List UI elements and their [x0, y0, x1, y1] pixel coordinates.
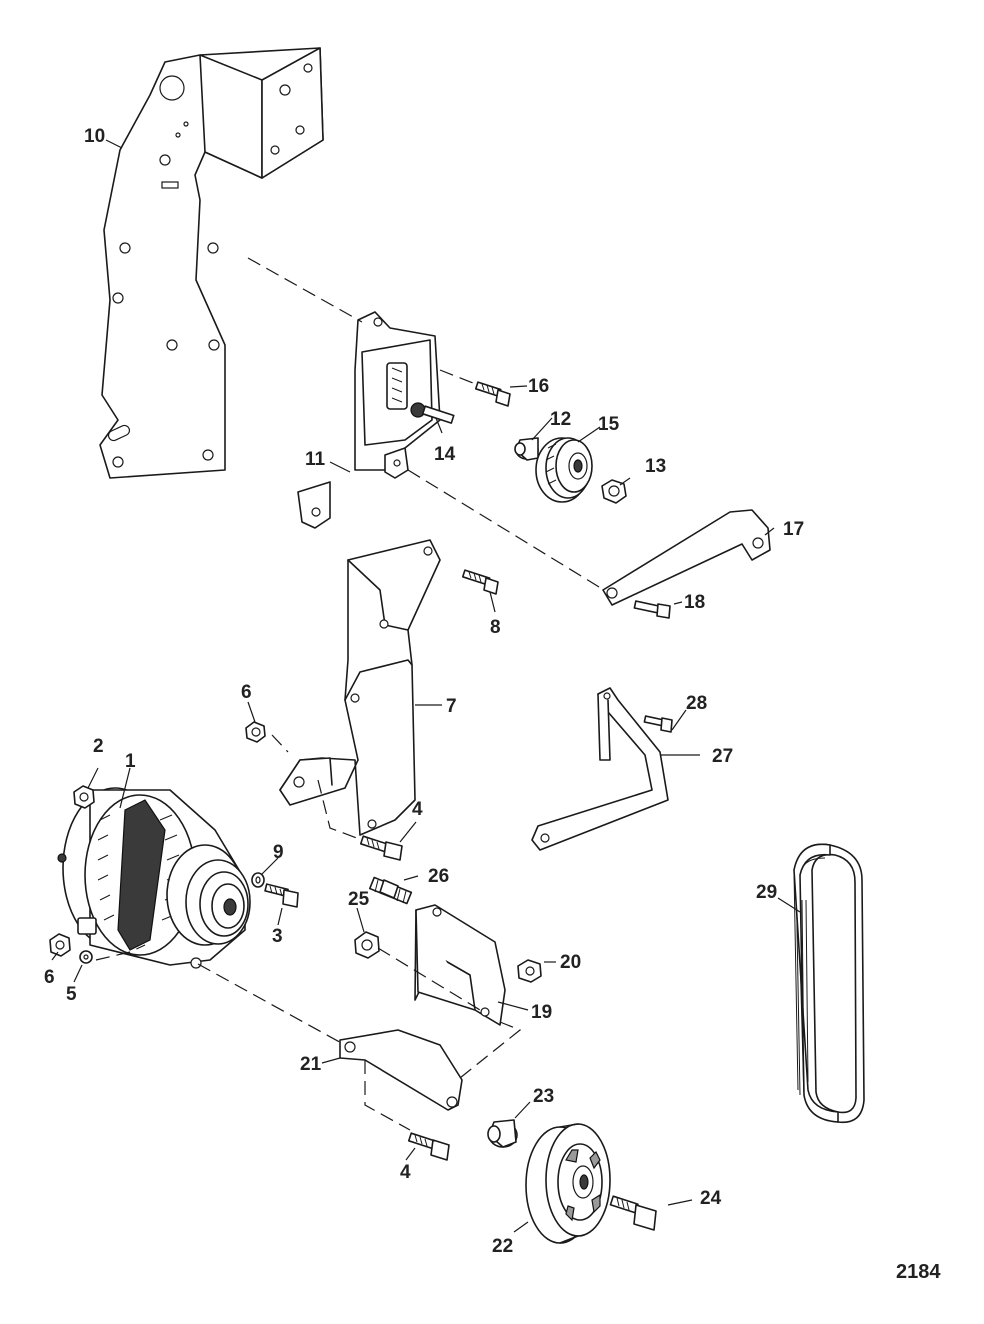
- plate-21: [339, 1029, 463, 1111]
- bolt-16: [474, 381, 511, 407]
- spacer-12: [514, 437, 539, 461]
- callout-13: 13: [645, 456, 666, 477]
- strap-17: [602, 509, 771, 606]
- callout-18: 18: [684, 592, 705, 613]
- callout-14: 14: [434, 444, 456, 465]
- callout-12: 12: [550, 409, 571, 430]
- callout-6-upper: 6: [241, 682, 252, 703]
- callout-25: 25: [348, 889, 370, 910]
- nut-2: [73, 785, 95, 809]
- nut-20: [517, 959, 542, 983]
- callout-26: 26: [428, 866, 449, 887]
- callout-9: 9: [273, 842, 284, 863]
- callout-17: 17: [783, 519, 804, 540]
- callout-8: 8: [490, 617, 501, 638]
- drive-belt-29: [793, 843, 865, 1124]
- stud-26: [368, 876, 413, 905]
- callout-27: 27: [712, 746, 733, 767]
- bolt-18: [633, 600, 671, 619]
- adjuster-screw-14: [410, 402, 455, 424]
- callout-16: 16: [528, 376, 549, 397]
- nut-6-upper: [245, 721, 266, 743]
- washer-5: [79, 950, 93, 964]
- alternator-1: [57, 787, 251, 969]
- bolt-24: [609, 1195, 657, 1231]
- callout-22: 22: [492, 1236, 513, 1257]
- bolt-4-lower: [407, 1132, 450, 1161]
- callout-23: 23: [533, 1086, 554, 1107]
- callout-6-lower: 6: [44, 967, 55, 988]
- mounting-plate-10: [99, 47, 324, 479]
- callout-15: 15: [598, 414, 620, 435]
- bolt-8: [461, 569, 499, 595]
- callout-7: 7: [446, 696, 457, 717]
- callout-labels: 10 16 12 15 14 11 13 17 18 8 7 6 28 27 2…: [44, 126, 804, 1257]
- washer-9: [251, 872, 265, 888]
- callout-28: 28: [686, 693, 707, 714]
- nut-13: [601, 479, 627, 504]
- bolt-28: [643, 715, 673, 733]
- nut-6-lower: [49, 933, 71, 957]
- callout-19: 19: [531, 1002, 552, 1023]
- callout-5: 5: [66, 984, 77, 1005]
- callout-24: 24: [700, 1188, 722, 1209]
- leader-lines: [51, 139, 801, 1233]
- callout-29: 29: [756, 882, 777, 903]
- callout-1: 1: [125, 751, 136, 772]
- callout-2: 2: [93, 736, 104, 757]
- callout-3: 3: [272, 926, 283, 947]
- alternator-bracket-7: [279, 539, 441, 836]
- callout-21: 21: [300, 1054, 322, 1075]
- bolt-3: [264, 883, 299, 908]
- callout-4-upper: 4: [412, 799, 423, 820]
- tensioner-bracket-11: [297, 311, 441, 529]
- callout-20: 20: [560, 952, 581, 973]
- callout-4-lower: 4: [400, 1162, 411, 1183]
- bolt-4-upper: [359, 835, 403, 861]
- bracket-19: [414, 904, 506, 1026]
- nut-25: [354, 931, 380, 959]
- bracket-27: [531, 687, 669, 851]
- pulley-22: [525, 1123, 611, 1244]
- assembly-lines: [95, 257, 605, 1131]
- callout-11: 11: [305, 449, 326, 470]
- figure-number: 2184: [896, 1261, 941, 1283]
- spacer-23: [487, 1119, 518, 1148]
- callout-10: 10: [84, 126, 105, 147]
- idler-pulley-15: [535, 437, 593, 503]
